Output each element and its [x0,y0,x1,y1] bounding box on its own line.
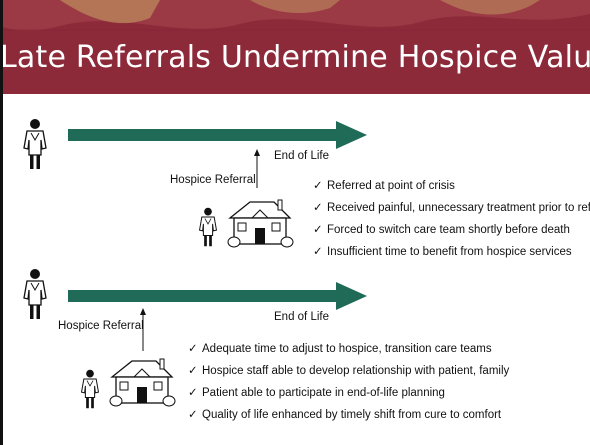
referral-pointer-early [140,308,146,351]
timeline-arrow-early [68,282,367,310]
check-mark-icon: ✓ [313,180,323,192]
house-icon [109,358,176,407]
end-of-life-label-late: End of Life [274,150,329,162]
hospice-referral-label-late: Hospice Referral [170,174,256,186]
list-item: ✓Referred at point of crisis [313,175,590,197]
check-mark-icon: ✓ [188,409,198,421]
check-mark-icon: ✓ [313,246,323,258]
check-mark-icon: ✓ [188,387,198,399]
list-item: ✓Quality of life enhanced by timely shif… [188,404,509,426]
person-figure-icon [80,369,100,409]
early-referral-points: ✓Adequate time to adjust to hospice, tra… [188,338,509,426]
person-figure-icon [23,119,47,169]
referral-pointer-late [254,149,260,188]
list-item: ✓Patient able to participate in end-of-l… [188,382,509,404]
page-title: Late Referrals Undermine Hospice Value [0,40,590,75]
check-mark-icon: ✓ [188,365,198,377]
person-figure-icon [23,269,47,319]
list-item: ✓Insufficient time to benefit from hospi… [313,241,590,263]
check-mark-icon: ✓ [188,343,198,355]
title-banner: Late Referrals Undermine Hospice Value [0,0,590,94]
house-icon [227,199,294,248]
hospice-referral-label-early: Hospice Referral [58,320,144,332]
list-item: ✓Adequate time to adjust to hospice, tra… [188,338,509,360]
person-figure-icon [198,207,218,247]
list-item: ✓Forced to switch care team shortly befo… [313,219,590,241]
slide-left-border [0,0,3,445]
check-mark-icon: ✓ [313,202,323,214]
banner-decoration [0,0,590,31]
timeline-arrow-late [68,121,367,149]
list-item: ✓Hospice staff able to develop relations… [188,360,509,382]
late-referral-points: ✓Referred at point of crisis ✓Received p… [313,175,590,263]
list-item: ✓Received painful, unnecessary treatment… [313,197,590,219]
end-of-life-label-early: End of Life [274,311,329,323]
check-mark-icon: ✓ [313,224,323,236]
